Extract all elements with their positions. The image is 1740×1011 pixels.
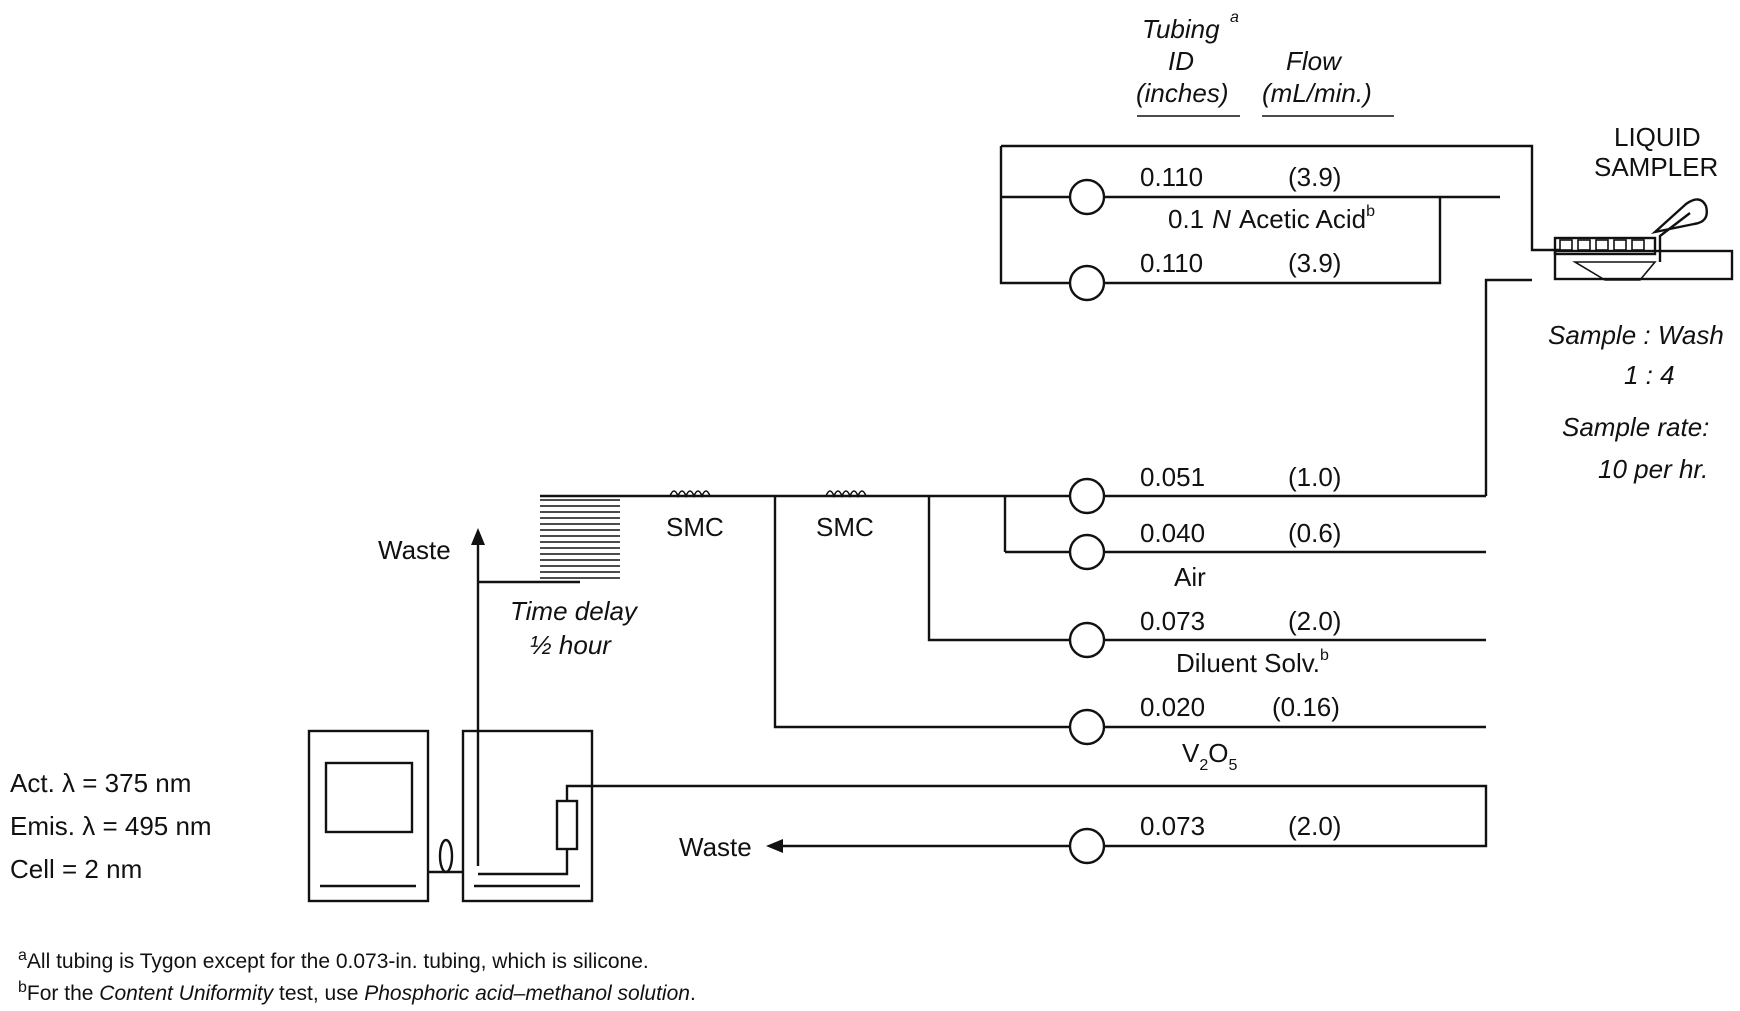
footnote-a: aAll tubing is Tygon except for the 0.07… [18,947,649,973]
channel-5-id: 0.073 [1140,606,1205,636]
sampler-carriage [1572,261,1657,281]
flow-cell [555,799,579,851]
emission-wavelength: Emis. λ = 495 nm [10,811,212,841]
smc-1-label: SMC [666,512,724,542]
sampler-probe-head [1650,198,1708,235]
channel-2-id: 0.110 [1140,248,1203,278]
flow-cell-housing [461,729,594,903]
liquid-sampler: LIQUID SAMPLER Sample : Wash 1 : 4 Sampl… [1548,122,1734,484]
sample-wash-ratio: 1 : 4 [1624,360,1675,390]
sample-wash-label: Sample : Wash [1548,320,1724,350]
channel-1-flow: (3.9) [1288,162,1341,192]
sampler-probe-arm [1658,212,1691,262]
column-headers: Tubing a ID Flow (inches) (mL/min.) [1136,9,1394,117]
sampler-title-line-1: LIQUID [1614,122,1701,152]
pump-tube-2 [1068,264,1106,302]
flow-header: Flow [1286,46,1343,76]
waste-bottom-label: Waste [679,832,752,862]
pump-tube-7 [1068,827,1106,865]
air-label: Air [1174,562,1206,592]
sampler-base [1553,249,1734,281]
mixing-section: SMC SMC Time delay ½ hour Waste [378,490,925,866]
detector-link-coil [438,838,454,874]
time-delay-duration: ½ hour [530,630,612,660]
cell-size: Cell = 2 nm [10,854,142,884]
channel-7-id: 0.073 [1140,811,1205,841]
channel-4-flow: (0.6) [1288,518,1341,548]
id-header: ID [1168,46,1194,76]
channel-1-id: 0.110 [1140,162,1203,192]
v2o5-label: V2O5 [1182,738,1237,774]
time-delay-label: Time delay [510,596,639,626]
channel-3-id: 0.051 [1140,462,1205,492]
diluent-label: Diluent Solv.b [1176,647,1329,678]
waste-left-arrow [766,839,783,853]
sample-rate-value: 10 per hr. [1598,454,1708,484]
footnote-b: bFor the Content Uniformity test, use Ph… [18,979,696,1005]
waste-up-arrow [471,528,485,545]
activation-wavelength: Act. λ = 375 nm [10,768,191,798]
v2o5-channel-line [773,496,1486,729]
sample-cups [1559,239,1645,251]
wash-loop-frame [999,146,1442,285]
reagent-channels: 0.051 (1.0) 0.040 (0.6) Air 0.073 (2.0) … [773,278,1532,774]
sample-line-to-sampler [1484,278,1532,496]
pump-tube-3 [1068,477,1106,515]
fluorometer [307,729,599,903]
channel-7-flow: (2.0) [1288,811,1341,841]
id-units-header: (inches) [1136,78,1228,108]
fluorometer-body [307,729,430,903]
pump-tube-6 [1068,708,1106,746]
fluorometer-screen [324,761,414,834]
tubing-header: Tubing [1142,14,1220,44]
pump-tube-4 [1068,533,1106,571]
time-delay-coil [540,499,620,579]
mixing-coil-2 [825,490,867,499]
pump-tube-1 [1068,178,1106,216]
detector-settings: Act. λ = 375 nm Emis. λ = 495 nm Cell = … [10,768,212,884]
flow-cell-outlet [478,849,569,876]
sampler-title-line-2: SAMPLER [1594,152,1718,182]
sampler-tray [1553,236,1657,256]
channel-6-id: 0.020 [1140,692,1205,722]
pump-tube-5 [1068,621,1106,659]
sample-rate-label: Sample rate: [1562,412,1709,442]
wash-return-line [1001,144,1560,252]
diluent-channel-line [927,496,1486,642]
footnotes: aAll tubing is Tygon except for the 0.07… [18,947,696,1005]
return-loop: 0.073 (2.0) Waste [599,784,1488,865]
channel-5-flow: (2.0) [1288,606,1341,636]
channel-4-id: 0.040 [1140,518,1205,548]
flow-units-header: (mL/min.) [1262,78,1372,108]
flow-cell-inlet [565,784,599,801]
channel-2-flow: (3.9) [1288,248,1341,278]
tubing-footnote-mark: a [1230,9,1239,26]
mixing-coil-1 [669,490,711,499]
smc-2-label: SMC [816,512,874,542]
channel-3-flow: (1.0) [1288,462,1341,492]
channel-6-flow: (0.16) [1272,692,1340,722]
return-loop-line [599,784,1488,848]
waste-top-label: Waste [378,535,451,565]
